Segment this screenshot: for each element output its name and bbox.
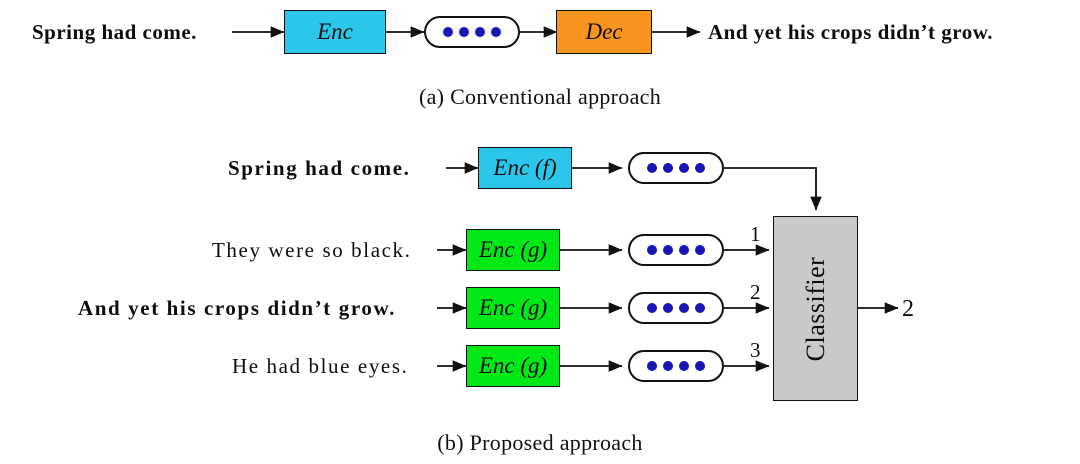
vector-dot — [663, 245, 673, 255]
panel-a-input-sentence: Spring had come. — [32, 20, 197, 44]
vector-dot — [491, 27, 501, 37]
panel-b-encoder-g-box-2[interactable]: Enc (g) — [466, 287, 560, 329]
arrow-b-context-vector-to-classifier — [724, 167, 822, 211]
panel-b-encoder-g-box-3[interactable]: Enc (g) — [466, 345, 560, 387]
classifier-output-label: 2 — [902, 296, 914, 322]
vector-dot — [679, 163, 689, 173]
vector-dot — [647, 361, 657, 371]
panel-b-context-sentence: Spring had come. — [228, 156, 411, 180]
panel-a-decoder-label: Dec — [585, 19, 623, 44]
vector-dot — [695, 303, 705, 313]
vector-dot — [663, 303, 673, 313]
vector-dot — [443, 27, 453, 37]
vector-dot — [459, 27, 469, 37]
vector-dot — [679, 303, 689, 313]
panel-a-encoder-label: Enc — [317, 19, 353, 44]
panel-b-candidate-index-1: 1 — [750, 222, 761, 246]
vector-dot — [695, 245, 705, 255]
vector-dot — [679, 245, 689, 255]
panel-b-encoder-f-box[interactable]: Enc (f) — [478, 147, 572, 189]
panel-a-decoder-box[interactable]: Dec — [556, 10, 652, 54]
panel-b-encoder-g-label-2: Enc (g) — [478, 295, 548, 320]
vector-dot — [663, 163, 673, 173]
vector-dot — [695, 361, 705, 371]
vector-dot — [647, 303, 657, 313]
vector-dot — [647, 245, 657, 255]
panel-b-candidate-index-3: 3 — [750, 338, 761, 362]
vector-dot — [475, 27, 485, 37]
panel-b-encoder-g-label-1: Enc (g) — [478, 237, 548, 262]
panel-b-candidate-index-2: 2 — [750, 280, 761, 304]
panel-b-caption: (b) Proposed approach — [437, 430, 643, 455]
panel-b-encoder-f-label: Enc (f) — [493, 155, 557, 180]
panel-b-encoder-g-label-3: Enc (g) — [478, 353, 548, 378]
panel-b-candidate-vector-capsule-1 — [628, 234, 724, 266]
panel-b-encoder-g-box-1[interactable]: Enc (g) — [466, 229, 560, 271]
panel-b-candidate-sentence-1: They were so black. — [212, 238, 412, 262]
panel-a-output-sentence: And yet his crops didn’t grow. — [708, 20, 993, 44]
panel-b-candidate-sentence-3: He had blue eyes. — [232, 354, 409, 378]
panel-b-candidate-sentence-2: And yet his crops didn’t grow. — [78, 296, 396, 320]
vector-dot — [647, 163, 657, 173]
panel-a-caption: (a) Conventional approach — [418, 84, 662, 109]
panel-a-vector-capsule — [424, 16, 520, 48]
panel-b-context-vector-capsule — [628, 152, 724, 184]
panel-a-encoder-box[interactable]: Enc — [284, 10, 386, 54]
panel-b-candidate-vector-capsule-2 — [628, 292, 724, 324]
vector-dot — [679, 361, 689, 371]
vector-dot — [695, 163, 705, 173]
vector-dot — [663, 361, 673, 371]
classifier-label: Classifier — [800, 256, 830, 361]
panel-b-candidate-vector-capsule-3 — [628, 350, 724, 382]
classifier-box[interactable]: Classifier — [773, 216, 858, 401]
